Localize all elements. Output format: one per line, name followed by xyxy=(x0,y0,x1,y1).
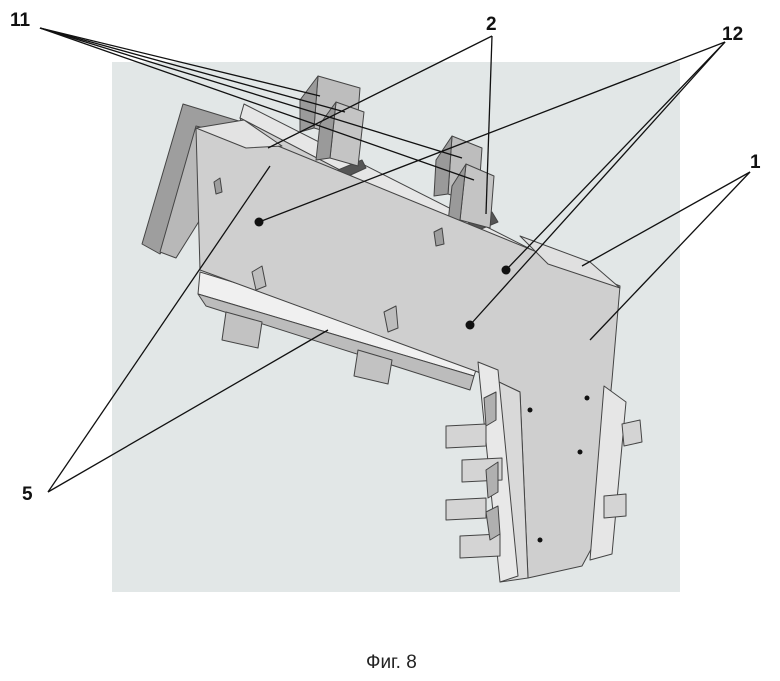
callout-label-2: 2 xyxy=(486,14,497,35)
figure-caption: Фиг. 8 xyxy=(366,652,417,673)
callout-label-11: 11 xyxy=(10,10,31,31)
callout-label-12: 12 xyxy=(722,24,743,45)
callout-label-1: 1 xyxy=(750,152,761,173)
callout-label-5: 5 xyxy=(22,484,33,505)
